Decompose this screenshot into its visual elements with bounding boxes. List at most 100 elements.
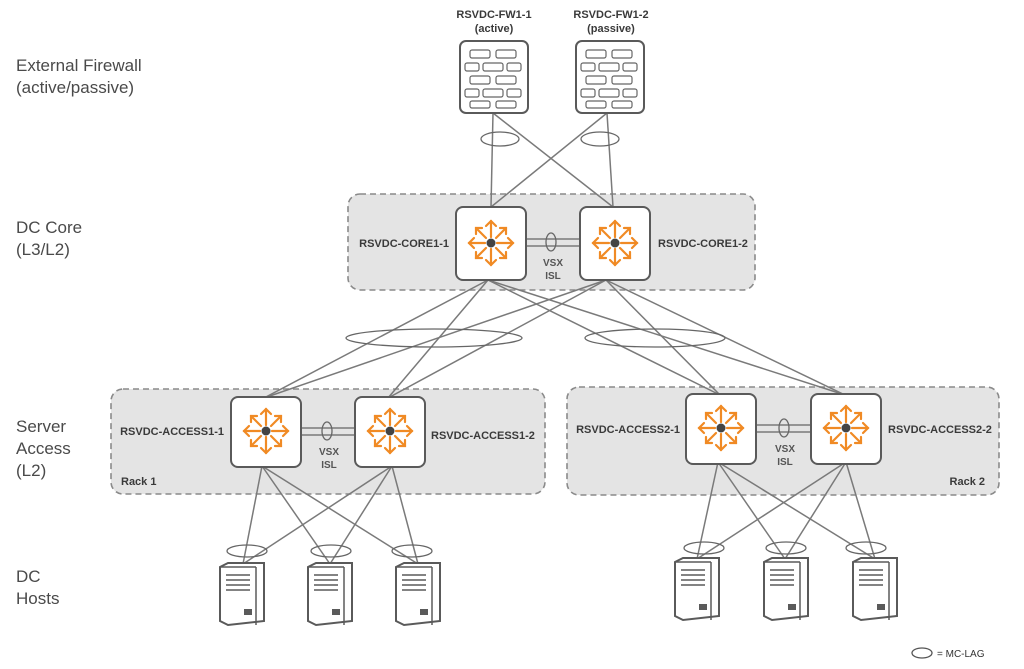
link-acc12-host3: [391, 465, 419, 565]
tier-core-line2: (L3/L2): [16, 240, 70, 259]
mc-lag-fw2: [580, 131, 620, 147]
link-fw2-core1: [490, 112, 608, 208]
link-acc22-host6: [845, 461, 876, 560]
link-acc21-host4: [696, 461, 719, 560]
legend-label: = MC-LAG: [937, 649, 985, 660]
core1-2-label: RSVDC-CORE1-2: [658, 238, 748, 250]
link-acc21-host6: [717, 461, 876, 560]
mc-lag-core-rack2: [584, 328, 726, 348]
link-acc12-host1: [242, 465, 393, 565]
legend: = MC-LAG: [911, 647, 985, 660]
server-icon: [852, 557, 898, 622]
switch-access1-1: [230, 396, 302, 468]
mc-lag-host6: [845, 541, 887, 555]
rack1-isl-label-2: ISL: [321, 460, 337, 471]
mc-lag-core-rack1: [345, 328, 523, 348]
access1-2-label: RSVDC-ACCESS1-2: [431, 430, 535, 442]
firewall-fw1-2: [575, 40, 645, 114]
tier-access-line1: Server: [16, 417, 67, 436]
tier-core-line1: DC Core: [16, 218, 83, 237]
server-host-5: [763, 557, 809, 622]
core-isl-label-2: ISL: [545, 271, 561, 282]
mc-lag-legend-icon: [911, 647, 933, 659]
core-group: [347, 193, 756, 291]
link-core1-acc22: [487, 279, 846, 396]
link-acc11-host2: [261, 465, 331, 565]
vsx-isl-lag-rack2: [778, 418, 790, 438]
switch-access2-1: [685, 393, 757, 465]
fw1-1-role: (active): [475, 23, 514, 35]
access2-1-label: RSVDC-ACCESS2-1: [576, 424, 680, 436]
switch-access2-2: [810, 393, 882, 465]
fw1-2-name: RSVDC-FW1-2: [573, 9, 648, 21]
rack1-label: Rack 1: [121, 476, 156, 488]
link-fw1-core1: [490, 112, 494, 208]
switch-core1-2: [579, 206, 651, 281]
server-icon: [674, 557, 720, 622]
server-icon: [307, 562, 353, 627]
firewall-fw1-1: [459, 40, 529, 114]
server-host-1: [219, 562, 265, 627]
access2-2-label: RSVDC-ACCESS2-2: [888, 424, 992, 436]
rack1-group: [110, 388, 546, 495]
switch-core1-1: [455, 206, 527, 281]
server-host-6: [852, 557, 898, 622]
server-icon: [763, 557, 809, 622]
tier-hosts-line2: Hosts: [16, 589, 60, 608]
switch-icon: [591, 219, 639, 267]
tier-access-line2: Access: [16, 439, 71, 458]
mc-lag-markers: [226, 131, 887, 558]
mc-lag-host2: [310, 544, 352, 558]
link-fw2-core2: [606, 112, 614, 208]
link-core1-acc21: [487, 279, 721, 396]
link-fw1-core2: [492, 112, 614, 208]
link-core2-acc12: [387, 279, 607, 399]
mc-lag-host3: [391, 544, 433, 558]
fw1-1-name: RSVDC-FW1-1: [456, 9, 531, 21]
tier-access-line3: (L2): [16, 461, 47, 480]
switch-icon: [697, 404, 745, 452]
server-host-2: [307, 562, 353, 627]
server-host-3: [395, 562, 441, 627]
rack2-isl-label-1: VSX: [775, 444, 795, 455]
tier-hosts-line1: DC: [16, 567, 41, 586]
server-icon: [219, 562, 265, 627]
mc-lag-host1: [226, 544, 268, 558]
core-isl-label-1: VSX: [543, 258, 563, 269]
fw1-2-role: (passive): [587, 23, 635, 35]
link-acc12-host2: [329, 465, 393, 565]
switch-icon: [366, 407, 414, 455]
server-icon: [395, 562, 441, 627]
tier-label-firewall: External Firewall (active/passive): [16, 55, 142, 99]
firewall-icon: [464, 49, 522, 109]
rack2-isl-label-2: ISL: [777, 457, 793, 468]
link-core2-acc11: [263, 279, 607, 399]
vsx-isl-lag-rack1: [321, 421, 333, 441]
switch-access1-2: [354, 396, 426, 468]
tier-firewall-line1: External Firewall: [16, 56, 142, 75]
rack2-label: Rack 2: [950, 476, 985, 488]
rack1-isl-label-1: VSX: [319, 447, 339, 458]
tier-label-access: Server Access (L2): [16, 416, 71, 482]
link-acc11-host3: [261, 465, 419, 565]
tier-firewall-line2: (active/passive): [16, 78, 135, 97]
switch-icon: [467, 219, 515, 267]
core1-1-label: RSVDC-CORE1-1: [359, 238, 449, 250]
links: [242, 112, 876, 565]
link-core1-acc11: [263, 279, 489, 399]
tier-label-hosts: DC Hosts: [16, 566, 59, 610]
link-core2-acc21: [605, 279, 721, 396]
vsx-isl-lag-core: [545, 232, 557, 252]
link-core1-acc12: [387, 279, 489, 399]
switch-icon: [242, 407, 290, 455]
link-acc11-host1: [242, 465, 263, 565]
server-host-4: [674, 557, 720, 622]
switch-icon: [822, 404, 870, 452]
tier-label-core: DC Core (L3/L2): [16, 217, 82, 261]
firewall-icon: [580, 49, 638, 109]
mc-lag-host5: [765, 541, 807, 555]
rack2-group: [566, 386, 1000, 496]
access1-1-label: RSVDC-ACCESS1-1: [120, 426, 224, 438]
mc-lag-fw1: [480, 131, 520, 147]
